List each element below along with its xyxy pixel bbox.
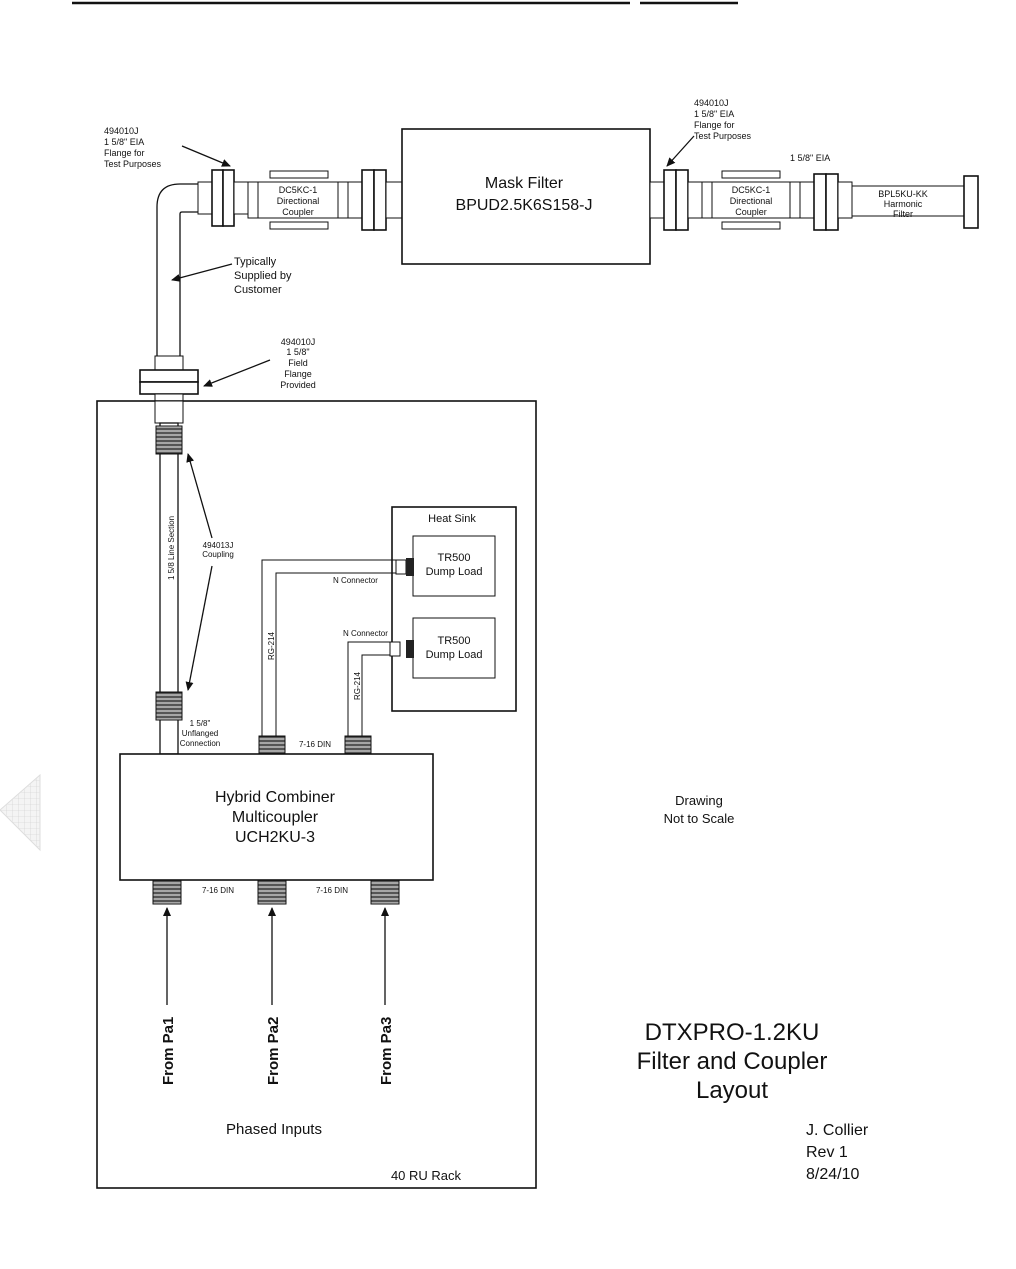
svg-text:494013J: 494013J xyxy=(203,541,234,550)
scale-note-line1: Drawing xyxy=(675,793,723,808)
rg214-cable-2 xyxy=(347,641,390,736)
unflanged-label: 1 5/8" Unflanged Connection xyxy=(180,719,220,748)
svg-text:Connection: Connection xyxy=(180,739,220,748)
svg-text:TR500: TR500 xyxy=(437,635,470,647)
eia-flange-left xyxy=(197,181,213,215)
title-line1: DTXPRO-1.2KU xyxy=(645,1019,820,1046)
customer-note: Typically Supplied by Customer xyxy=(234,256,292,296)
svg-text:Flange for: Flange for xyxy=(104,148,145,158)
svg-text:RG-214: RG-214 xyxy=(353,671,362,700)
svg-text:Directional: Directional xyxy=(730,196,773,206)
svg-text:7-16 DIN: 7-16 DIN xyxy=(202,886,234,895)
coupler-left-label: DC5KC-1 Directional Coupler xyxy=(277,185,320,217)
author-rev: Rev 1 xyxy=(806,1144,848,1161)
coupling-bottom xyxy=(155,691,183,721)
n-connector-2 xyxy=(406,640,414,658)
title-line3: Layout xyxy=(696,1077,768,1104)
heat-sink-label: Heat Sink xyxy=(428,513,476,525)
svg-text:Test Purposes: Test Purposes xyxy=(104,159,162,169)
din-connector-bottom-1 xyxy=(152,879,182,905)
svg-text:BPL5KU-KK: BPL5KU-KK xyxy=(878,189,928,199)
svg-text:Typically: Typically xyxy=(234,256,277,268)
din-connector-bottom-3 xyxy=(370,879,400,905)
n-connector-1 xyxy=(406,558,414,576)
svg-text:Coupler: Coupler xyxy=(735,207,767,217)
svg-text:1 5/8" EIA: 1 5/8" EIA xyxy=(104,137,144,147)
eia-flange-right-label: 494010J 1 5/8" EIA Flange for Test Purpo… xyxy=(694,98,752,141)
combiner-line3: UCH2KU-3 xyxy=(235,829,315,846)
eia-flange-right xyxy=(663,169,677,231)
coupler-right xyxy=(701,181,801,219)
svg-text:RG-214: RG-214 xyxy=(267,631,276,660)
dump-load-2 xyxy=(412,617,496,679)
input-label-2: From Pa2 xyxy=(265,1017,282,1085)
din-connector-top-2 xyxy=(344,735,372,755)
svg-text:Customer: Customer xyxy=(234,284,282,296)
svg-text:Filter: Filter xyxy=(893,209,913,219)
svg-text:Test Purposes: Test Purposes xyxy=(694,131,752,141)
elbow-pipe xyxy=(156,183,201,356)
page-tab-marker xyxy=(0,773,41,852)
combiner-line2: Multicoupler xyxy=(232,809,319,826)
rg214-cable-1 xyxy=(261,559,396,736)
svg-text:Unflanged: Unflanged xyxy=(182,729,218,738)
svg-text:TR500: TR500 xyxy=(437,552,470,564)
coupler-right-label: DC5KC-1 Directional Coupler xyxy=(730,185,773,217)
n-connector-2-label: N Connector xyxy=(343,629,388,638)
svg-text:494010J: 494010J xyxy=(281,337,316,347)
rack-label: 40 RU Rack xyxy=(391,1168,462,1183)
svg-text:Directional: Directional xyxy=(277,196,320,206)
svg-text:Coupler: Coupler xyxy=(282,207,314,217)
harmonic-filter xyxy=(851,185,965,217)
svg-text:Flange: Flange xyxy=(284,369,312,379)
coupler-left xyxy=(247,181,349,219)
svg-text:1 5/8": 1 5/8" xyxy=(190,719,211,728)
coupling-label: 494013J Coupling xyxy=(202,541,234,559)
svg-text:DC5KC-1: DC5KC-1 xyxy=(279,185,318,195)
svg-text:Coupling: Coupling xyxy=(202,550,234,559)
field-flange-label: 494010J 1 5/8" Field Flange Provided xyxy=(280,337,316,390)
combiner-line1: Hybrid Combiner xyxy=(215,789,336,806)
svg-text:Dump Load: Dump Load xyxy=(426,566,483,578)
din-connector-bottom-2 xyxy=(257,879,287,905)
author-name: J. Collier xyxy=(806,1122,869,1139)
svg-text:1 5/8" EIA: 1 5/8" EIA xyxy=(694,109,734,119)
title-line2: Filter and Coupler xyxy=(637,1048,828,1075)
svg-text:Provided: Provided xyxy=(280,380,316,390)
svg-text:Field: Field xyxy=(288,358,308,368)
combiner-box xyxy=(119,753,434,881)
svg-text:Flange for: Flange for xyxy=(694,120,735,130)
scale-note-line2: Not to Scale xyxy=(664,811,735,826)
phased-inputs-label: Phased Inputs xyxy=(226,1121,322,1138)
svg-text:494010J: 494010J xyxy=(694,98,729,108)
input-label-3: From Pa3 xyxy=(378,1017,395,1085)
eia-size-label: 1 5/8" EIA xyxy=(790,153,830,163)
svg-text:Harmonic: Harmonic xyxy=(884,199,923,209)
svg-text:Supplied by: Supplied by xyxy=(234,270,292,282)
svg-text:Dump Load: Dump Load xyxy=(426,649,483,661)
line-section-label: 1 5/8 Line Section xyxy=(167,516,176,580)
author-date: 8/24/10 xyxy=(806,1166,859,1183)
svg-text:7-16 DIN: 7-16 DIN xyxy=(316,886,348,895)
harmonic-filter-label: BPL5KU-KK Harmonic Filter xyxy=(878,189,928,219)
svg-text:494010J: 494010J xyxy=(104,126,139,136)
field-flange xyxy=(139,369,199,383)
input-label-1: From Pa1 xyxy=(160,1017,177,1085)
mask-filter-box xyxy=(401,128,651,265)
mask-filter-name: Mask Filter xyxy=(485,175,564,192)
mask-filter-model: BPUD2.5K6S158-J xyxy=(456,197,593,214)
svg-text:DC5KC-1: DC5KC-1 xyxy=(732,185,771,195)
din-connector-top-1 xyxy=(258,735,286,755)
coupling-top xyxy=(155,425,183,455)
din-top-label: 7-16 DIN xyxy=(299,740,331,749)
eia-flange-left-label: 494010J 1 5/8" EIA Flange for Test Purpo… xyxy=(104,126,162,169)
svg-text:1 5/8": 1 5/8" xyxy=(286,347,309,357)
n-connector-1-label: N Connector xyxy=(333,576,378,585)
